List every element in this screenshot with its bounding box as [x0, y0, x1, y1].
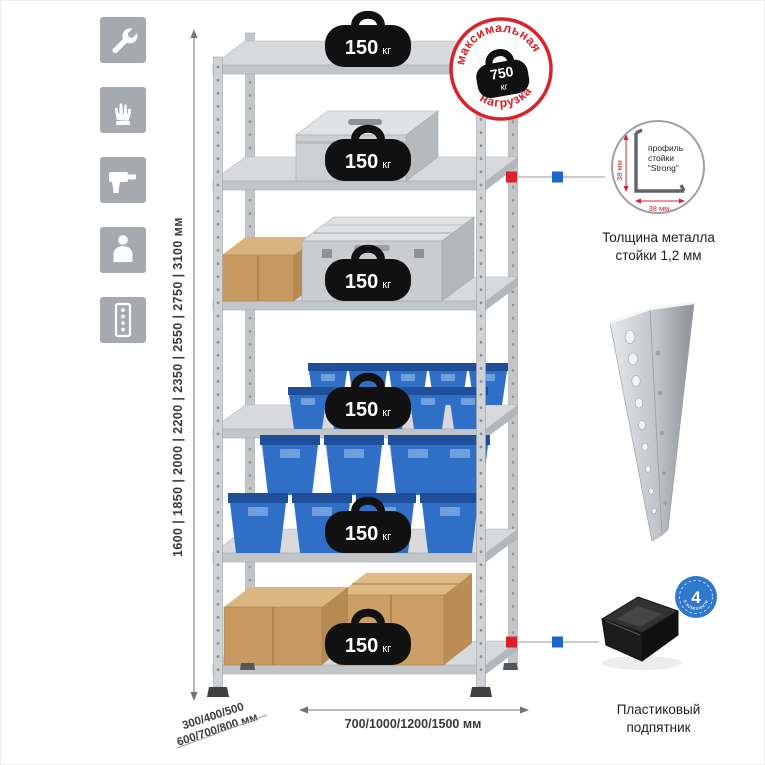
- blue-marker: [552, 636, 563, 648]
- max-load-stamp: максимальная нагрузка 750 кг: [447, 13, 553, 121]
- rack-feet: [207, 663, 518, 697]
- rack-profile-icon: [114, 302, 132, 338]
- rack-front-posts: [213, 56, 486, 688]
- width-dimension-label: 700/1000/1200/1500 мм: [344, 717, 482, 731]
- included-count-badge: 4 в комплекте: [675, 576, 717, 618]
- feature-tile-person: [100, 227, 146, 273]
- svg-text:стойки: стойки: [648, 153, 674, 163]
- feature-tile-wrench: [100, 17, 146, 63]
- svg-text:“Strong”: “Strong”: [648, 163, 679, 173]
- drill-icon: [109, 172, 136, 193]
- post-perforations: [624, 330, 657, 515]
- profile-detail: 38 мм 38 мм. профиль стойки “Strong”: [611, 120, 705, 214]
- gloves-icon: [115, 103, 131, 125]
- profile-dim-horizontal: [635, 198, 685, 204]
- profile-caption: Толщина металла стойки 1,2 мм: [602, 230, 715, 264]
- svg-text:кг: кг: [500, 81, 510, 92]
- svg-text:4: 4: [691, 588, 701, 607]
- corner-post-image: [609, 301, 695, 542]
- person-icon: [113, 235, 133, 262]
- svg-text:профиль: профиль: [648, 143, 684, 153]
- blue-marker: [552, 171, 563, 183]
- svg-text:38 мм: 38 мм: [615, 160, 624, 181]
- height-dimension-label: 1600 | 1850 | 2000 | 2200 | 2350 | 2550 …: [171, 217, 185, 557]
- profile-dim-vertical: [623, 134, 629, 192]
- svg-text:38 мм.: 38 мм.: [649, 204, 672, 213]
- svg-text:750: 750: [489, 63, 515, 83]
- plastic-foot-image: 4 в комплекте: [601, 576, 717, 670]
- feature-tile-gloves: [100, 87, 146, 133]
- foot-caption: Пластиковый подпятник: [616, 702, 701, 736]
- wrench-icon: [112, 28, 138, 54]
- cardboard-box: [221, 237, 318, 302]
- profile-cross-section: [634, 128, 686, 193]
- stamp-weight-icon: 750 кг: [476, 49, 530, 99]
- feature-tile-drill: [100, 157, 146, 203]
- post-side-holes: [655, 350, 667, 505]
- feature-tile-rack-profile: [100, 297, 146, 343]
